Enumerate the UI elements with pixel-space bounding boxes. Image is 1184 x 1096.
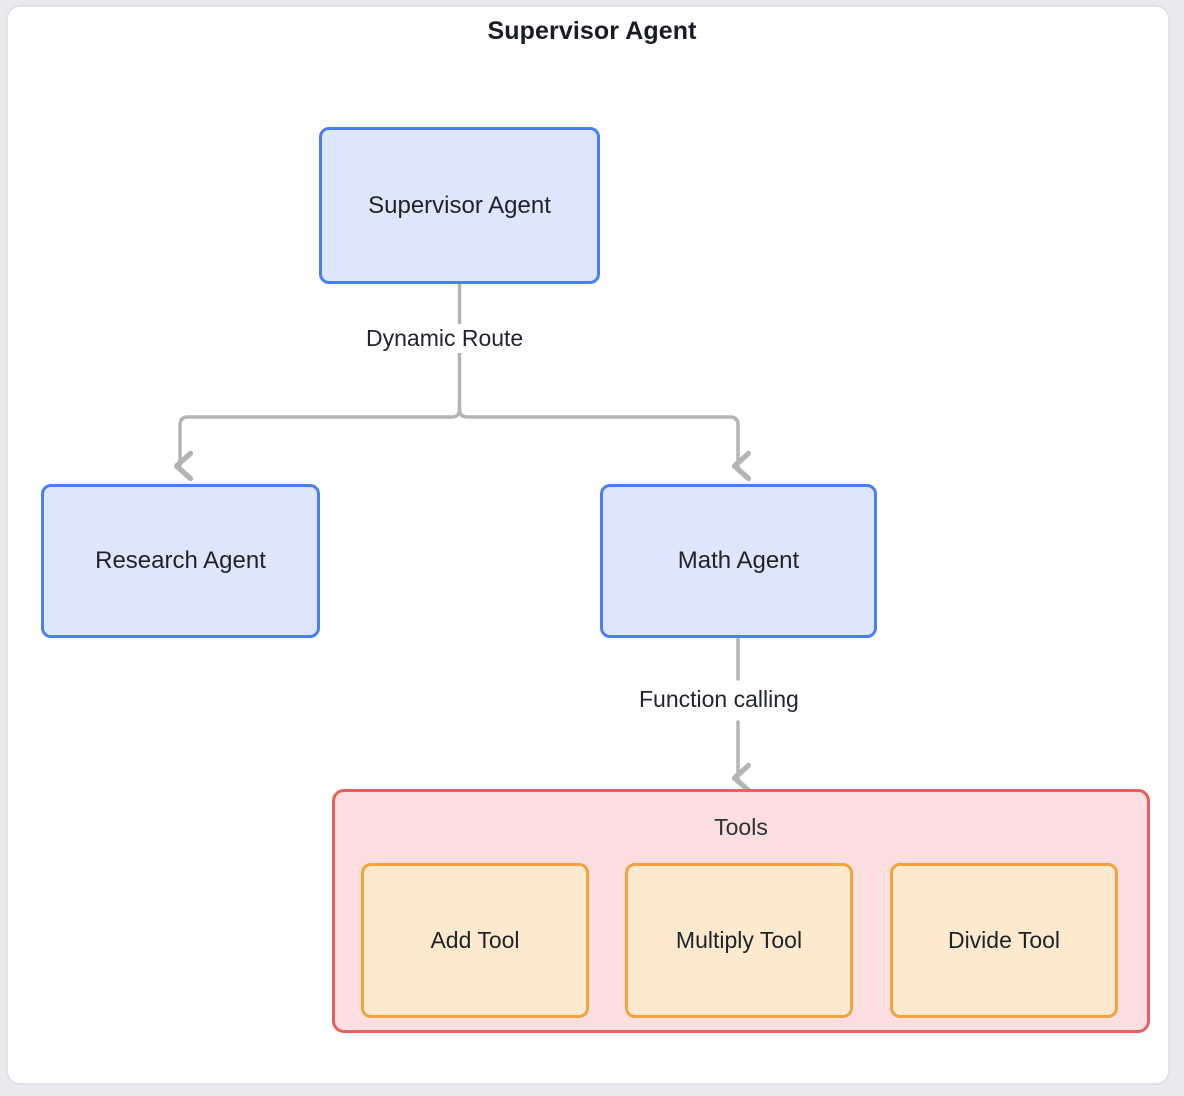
node-label: Supervisor Agent bbox=[368, 191, 551, 219]
cluster-tools-label: Tools bbox=[714, 814, 768, 840]
node-supervisor-agent[interactable]: Supervisor Agent bbox=[319, 127, 600, 284]
node-add-tool[interactable]: Add Tool bbox=[361, 863, 589, 1018]
node-label: Research Agent bbox=[95, 547, 266, 574]
node-research-agent[interactable]: Research Agent bbox=[41, 484, 320, 638]
diagram-title: Supervisor Agent bbox=[487, 17, 697, 45]
edge-label-function-calling: Function calling bbox=[633, 685, 805, 714]
node-label: Divide Tool bbox=[947, 927, 1061, 953]
node-divide-tool[interactable]: Divide Tool bbox=[890, 863, 1118, 1018]
node-label: Math Agent bbox=[677, 547, 800, 574]
node-label: Add Tool bbox=[430, 927, 520, 953]
node-label: Multiply Tool bbox=[675, 927, 803, 953]
node-multiply-tool[interactable]: Multiply Tool bbox=[625, 863, 853, 1018]
node-math-agent[interactable]: Math Agent bbox=[600, 484, 877, 638]
edge-label-dynamic-route: Dynamic Route bbox=[360, 324, 530, 353]
